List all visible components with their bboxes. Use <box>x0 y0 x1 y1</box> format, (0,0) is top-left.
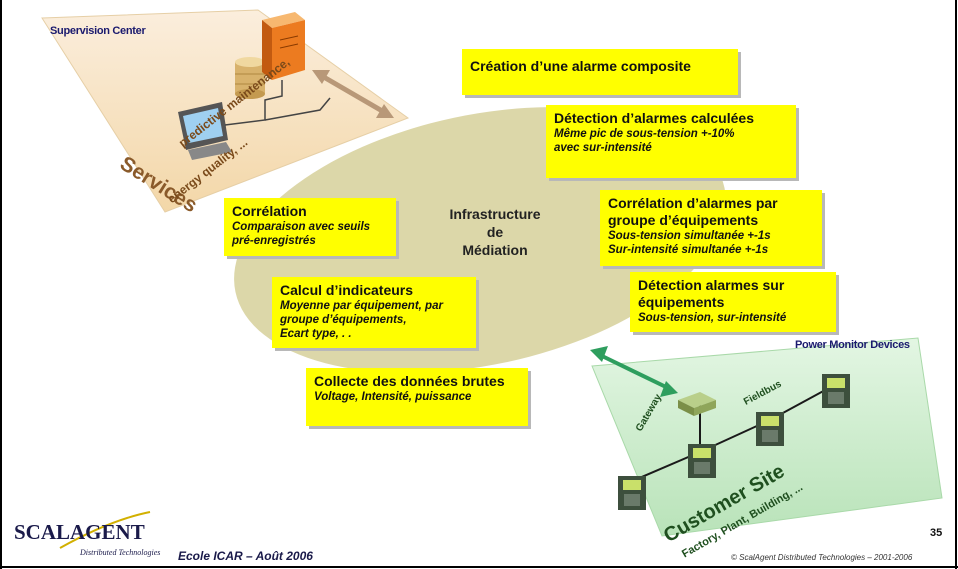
box-indicateurs-sub2: groupe d’équipements, <box>280 314 407 326</box>
box-correlation-sub1: Comparaison avec seuils <box>232 221 371 233</box>
power-monitor-device-icon <box>688 444 716 478</box>
network-lines <box>224 80 283 126</box>
box-correlation: Corrélation Comparaison avec seuils pré-… <box>224 198 396 256</box>
box-calcul-indicateurs: Calcul d’indicateurs Moyenne par équipem… <box>272 277 476 348</box>
footer-event: Ecole ICAR – Août 2006 <box>178 549 313 563</box>
box-correlation-groupe: Corrélation d’alarmes par groupe d’équip… <box>600 190 822 266</box>
infra-line1: Infrastructure <box>449 206 541 222</box>
power-monitor-devices-label: Power Monitor Devices <box>795 339 910 351</box>
logo-swoosh <box>59 511 151 549</box>
box-collecte-sub1: Voltage, Intensité, puissance <box>314 391 472 403</box>
power-monitor-device-icon <box>618 476 646 510</box>
supervision-center-label: Supervision Center <box>50 25 146 37</box>
box-calculees-title: Détection d’alarmes calculées <box>554 110 754 126</box>
box-collecte: Collecte des données brutes Voltage, Int… <box>306 368 528 426</box>
field-link-arrow <box>590 346 678 397</box>
supervision-center-panel <box>41 9 410 213</box>
box-indicateurs-title: Calcul d’indicateurs <box>280 282 414 298</box>
box-equipements-sub1: Sous-tension, sur-intensité <box>638 312 787 324</box>
box-alarme-composite-title: Création d’une alarme composite <box>470 58 691 74</box>
box-detection-equipements: Détection alarmes sur équipements Sous-t… <box>630 272 836 332</box>
scalagent-logo-subtitle: Distributed Technologies <box>80 548 161 557</box>
box-correlation-title: Corrélation <box>232 203 307 219</box>
mediation-infrastructure-label: Infrastructure de Médiation <box>430 205 560 259</box>
infra-line2: de <box>486 224 504 240</box>
box-equipements-title1: Détection alarmes sur <box>638 277 785 293</box>
box-calculees-sub1: Même pic de sous-tension +-10% <box>554 128 735 140</box>
gateway-icon <box>678 392 716 416</box>
slide-frame-right <box>955 0 957 569</box>
supervision-link-arrow <box>312 70 394 118</box>
box-alarmes-calculees: Détection d’alarmes calculées Même pic d… <box>546 105 796 178</box>
power-monitor-device-icon <box>822 374 850 408</box>
scalagent-logo: SCALAGENT <box>14 520 145 544</box>
box-indicateurs-sub3: Ecart type, . . <box>280 328 352 340</box>
box-calculees-sub2: avec sur-intensité <box>554 142 652 154</box>
box-equipements-title2: équipements <box>638 294 725 310</box>
page-number: 35 <box>930 527 943 539</box>
infra-line3: Médiation <box>462 242 528 258</box>
box-indicateurs-sub1: Moyenne par équipement, par <box>280 300 443 312</box>
server-icon <box>262 12 305 80</box>
slide-frame-bottom <box>0 566 958 568</box>
fieldbus-lines <box>629 381 841 483</box>
box-groupe-sub2: Sur-intensité simultanée +-1s <box>608 244 769 256</box>
monitor-icon <box>178 102 232 160</box>
database-icon <box>235 57 265 99</box>
box-correlation-sub2: pré-enregistrés <box>232 235 316 247</box>
box-collecte-title: Collecte des données brutes <box>314 373 505 389</box>
slide-frame-left <box>0 0 2 569</box>
box-alarme-composite: Création d’une alarme composite <box>462 49 738 95</box>
box-groupe-sub1: Sous-tension simultanée +-1s <box>608 230 771 242</box>
footer-copyright: © ScalAgent Distributed Technologies – 2… <box>731 553 913 562</box>
power-monitor-device-icon <box>756 412 784 446</box>
box-groupe-title2: groupe d’équipements <box>608 212 759 228</box>
box-groupe-title1: Corrélation d’alarmes par <box>608 195 778 211</box>
